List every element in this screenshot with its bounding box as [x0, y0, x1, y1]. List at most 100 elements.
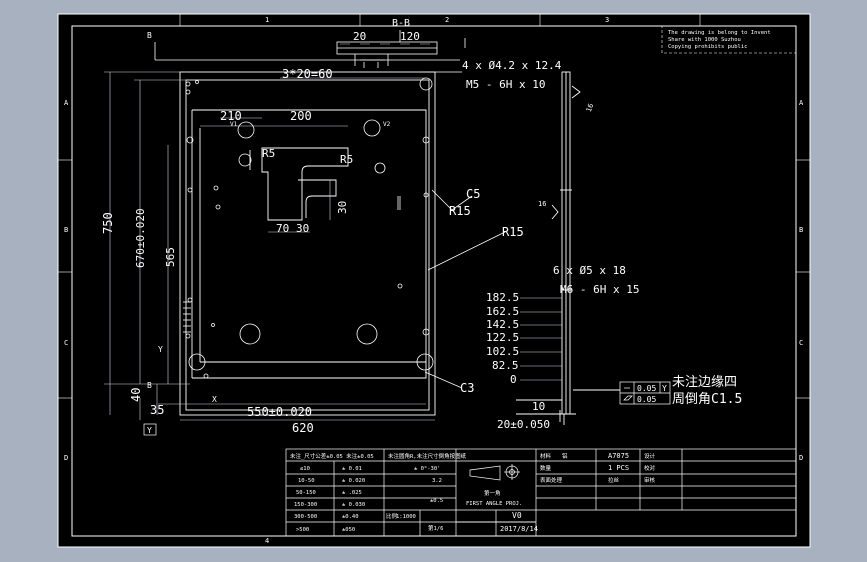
gdt-frame [619, 381, 671, 405]
hole-spec-1: 4 x Ø4.2 x 12.4 [462, 59, 562, 72]
dim-200: 200 [290, 109, 312, 123]
dim-550: 550±0.020 [247, 405, 312, 419]
slots-left [183, 62, 401, 333]
callout-c5: C5 [466, 187, 480, 201]
gdt-value-2: 0.05 [637, 395, 656, 404]
tol-row-3-value: ± .025 [342, 490, 362, 496]
dim-40: 40 [129, 388, 143, 402]
gdt-datum-1: Y [662, 384, 667, 393]
holes [185, 77, 434, 379]
height-ladder [520, 297, 562, 381]
tb-value-1: 铝 [562, 452, 568, 460]
zone-letter-b-left: B [64, 226, 68, 234]
notice-line-3: Copying prohibits public [668, 44, 747, 50]
zone-number-3: 3 [605, 16, 609, 24]
zone-letter-d-left: D [64, 454, 68, 462]
height-82: 82.5 [492, 359, 519, 372]
height-102: 102.5 [486, 345, 519, 358]
note-cn-line1: 未注边缘四 [672, 375, 737, 390]
height-labels: 182.5 162.5 142.5 122.5 102.5 82.5 0 [486, 291, 519, 386]
tol-row-1-range: ≤10 [300, 466, 310, 472]
dim-30: 30 [296, 222, 309, 235]
projection: FIRST ANGLE PROJ. [466, 501, 522, 507]
tb-label-3: 表面处理 [540, 476, 563, 484]
zone-number-2: 2 [445, 16, 449, 24]
height-142: 142.5 [486, 318, 519, 331]
tol-header: 未注_尺寸公差±0.05 未注±0.05 [290, 452, 374, 460]
dim-35: 35 [150, 403, 164, 417]
tol-row-1-value: ± 0.01 [342, 466, 362, 472]
dim-750: 750 [101, 212, 115, 234]
scale-value: 1:1000 [396, 514, 416, 520]
roughness: 3.2 [432, 478, 442, 484]
tb-label-4: 设计 [644, 452, 656, 460]
dimension-lines [104, 71, 435, 421]
gdt-value-1: 0.05 [637, 384, 656, 393]
dim-70: 70 [276, 222, 289, 235]
section-marker-top: B [147, 31, 152, 40]
height-0: 0 [510, 373, 517, 386]
scale-label: 比例 [386, 512, 398, 520]
section-marker-bottom: B [147, 381, 152, 390]
projection-cn: 第一角 [484, 489, 501, 497]
dim-pitch: 3*20=60 [282, 67, 333, 81]
zone-letter-a-right: A [799, 99, 804, 107]
dim-620: 620 [292, 421, 314, 435]
surface-mark-16-a: 16 [585, 102, 595, 113]
height-122: 122.5 [486, 331, 519, 344]
hole-label-v2: V2 [383, 121, 391, 128]
zone-letter-b-right: B [799, 226, 803, 234]
callout-r15-a: R15 [449, 204, 471, 218]
hole-spec-3: 6 x Ø5 x 18 [553, 264, 626, 277]
plate-outline [179, 71, 436, 416]
tb-label-6: 审核 [644, 476, 656, 484]
tol-row-4-value: ± 0.030 [342, 502, 365, 508]
sheet-label: 第1/6 [428, 524, 443, 532]
notice-line-2: Share with 1000 Suzhou [668, 37, 741, 43]
part-no: A7075 [608, 452, 629, 460]
dim-20: 20 [353, 30, 366, 43]
datum-label: Y [147, 426, 152, 435]
tol-row-5-range: 300-500 [294, 514, 317, 520]
tol-row-5-value: ±0.40 [342, 514, 359, 520]
callout-lines [424, 189, 506, 389]
zone-letter-c-right: C [799, 339, 803, 347]
zone-letter-c-left: C [64, 339, 68, 347]
tb-label-1: 材料 [540, 452, 552, 460]
dim-r5-a: R5 [262, 147, 275, 160]
dim-r5-b: R5 [340, 153, 353, 166]
tol-row-2-range: 10-50 [298, 478, 315, 484]
callout-r15-b: R15 [502, 225, 524, 239]
tb-label-5: 校对 [644, 464, 656, 472]
zone-markers: A B C D A B C D 1 2 3 4 [64, 16, 804, 545]
zone-letter-d-right: D [799, 454, 803, 462]
tol-row-2-value: ± 0.020 [342, 478, 365, 484]
dim-30-vert: 30 [336, 201, 349, 214]
angle-tol: ± 0°-30' [414, 466, 441, 472]
hole-spec-2: M5 - 6H x 10 [466, 78, 545, 91]
section-label: B-B [392, 18, 410, 29]
zone-ticks [58, 14, 810, 399]
hole-label-v1: V1 [230, 121, 238, 128]
note-cn-line2: 周倒角C1.5 [672, 392, 742, 407]
zone-number-1: 1 [265, 16, 269, 24]
title-block [285, 448, 797, 537]
dim-20-tol: 20±0.050 [497, 418, 550, 431]
revision: V0 [512, 511, 522, 520]
surface-mark-16-b: 16 [538, 200, 546, 208]
dim-210: 210 [220, 109, 242, 123]
dim-10: 10 [532, 400, 545, 413]
dim-670: 670±0.020 [134, 208, 147, 268]
side-view [516, 71, 620, 425]
axis-x: X [212, 395, 217, 404]
hole-spec-4: M6 - 6H x 15 [560, 283, 639, 296]
section-view-bb [154, 30, 466, 66]
title-block-text: 未注_尺寸公差±0.05 未注±0.05 未注圆角R,未注尺寸倒角按图纸 ≤10… [290, 452, 656, 533]
notice-box: The drawing is belong to Invent Share wi… [661, 25, 797, 54]
dim-120: 120 [400, 30, 420, 43]
tol-row-6-value: ±050 [342, 527, 355, 533]
drawing-sheet [57, 13, 811, 548]
notice-line-1: The drawing is belong to Invent [668, 30, 771, 36]
tol-row-6-range: >500 [296, 527, 309, 533]
